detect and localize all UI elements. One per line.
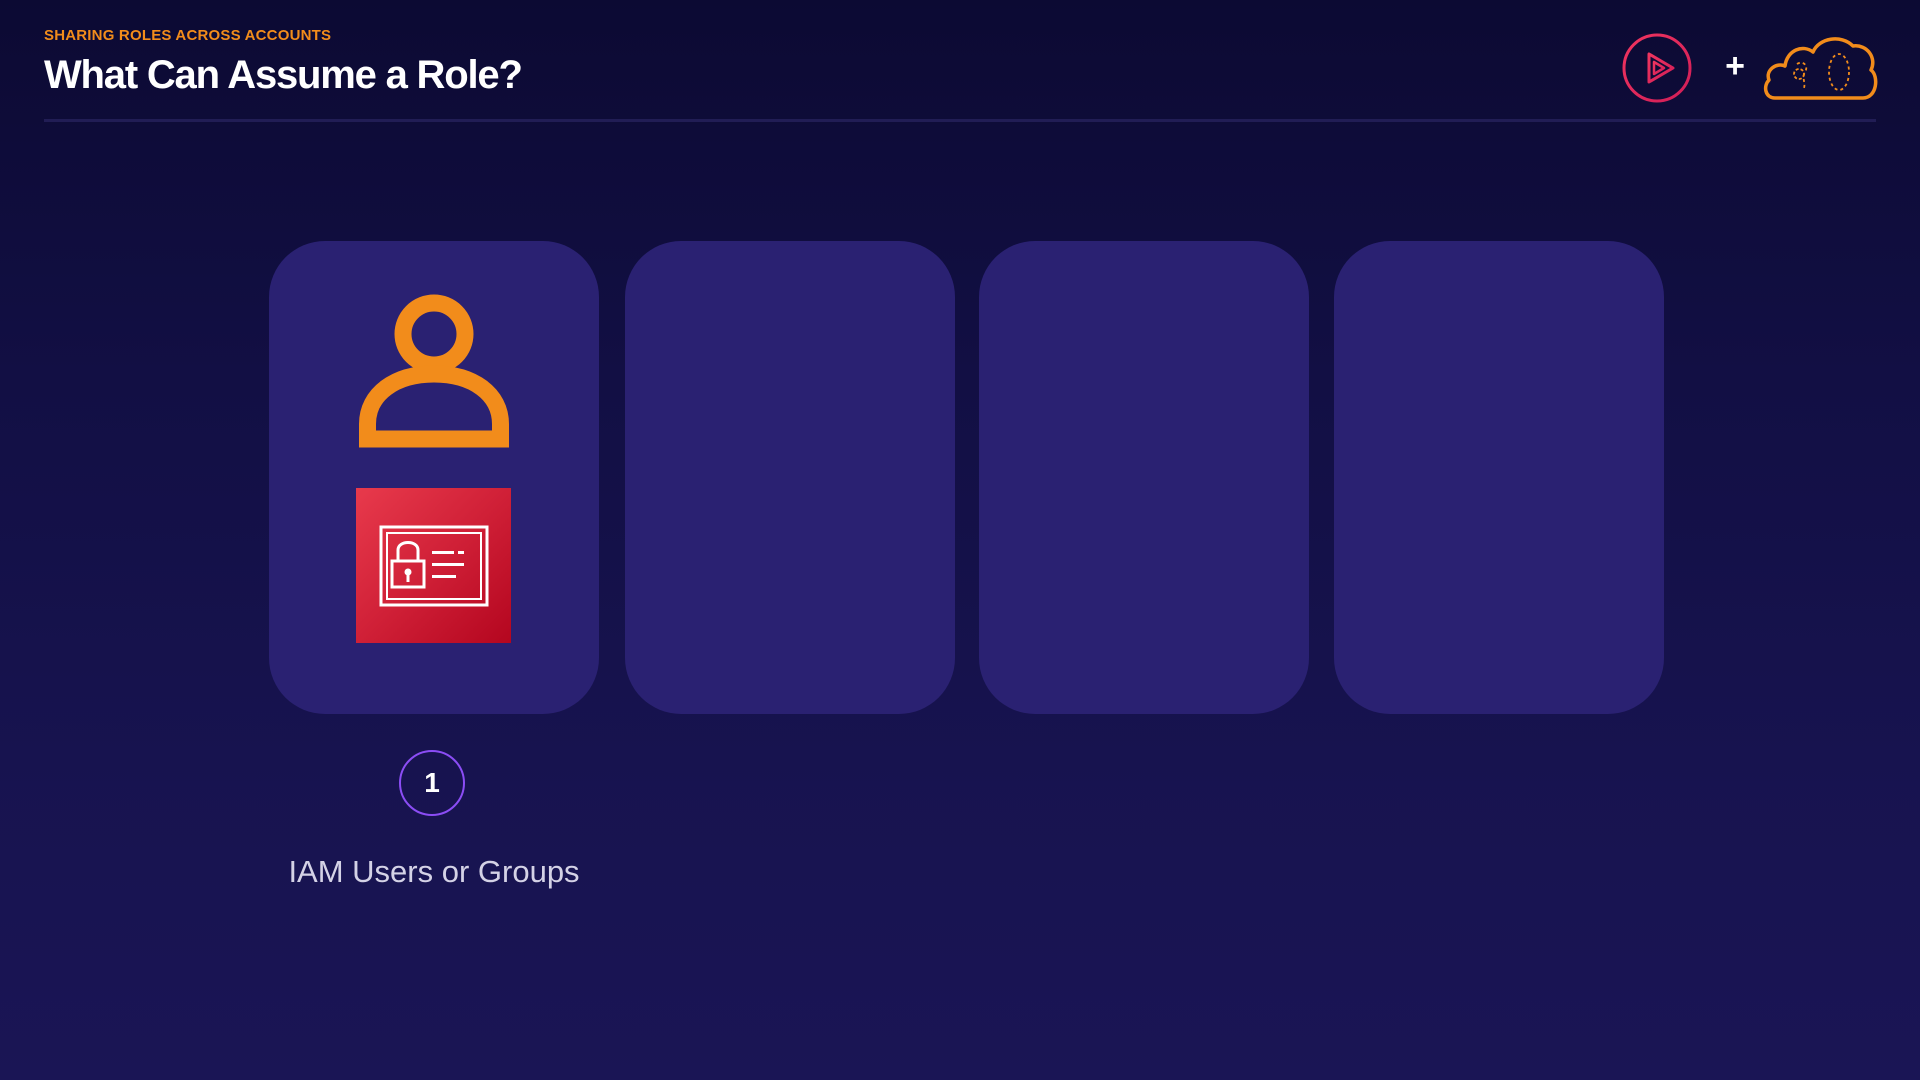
- section-eyebrow: SHARING ROLES ACROSS ACCOUNTS: [44, 27, 332, 44]
- role-card-2: [625, 241, 955, 714]
- brand-logos: +: [1621, 30, 1878, 106]
- card-label: IAM Users or Groups: [288, 854, 580, 889]
- slide-header: SHARING ROLES ACROSS ACCOUNTS What Can A…: [44, 26, 1876, 100]
- slide-title: What Can Assume a Role?: [44, 53, 523, 97]
- role-card-1: [269, 241, 599, 714]
- plus-icon: +: [1725, 47, 1745, 85]
- iam-identity-icon: [356, 488, 511, 643]
- pluralsight-play-icon: [1622, 33, 1692, 103]
- header-divider: [44, 119, 1876, 122]
- step-number-badge: 1: [399, 750, 465, 816]
- acloudguru-cloud-icon: [1763, 37, 1878, 100]
- role-card-4: [1334, 241, 1664, 714]
- role-card-3: [979, 241, 1309, 714]
- user-icon: [359, 294, 509, 448]
